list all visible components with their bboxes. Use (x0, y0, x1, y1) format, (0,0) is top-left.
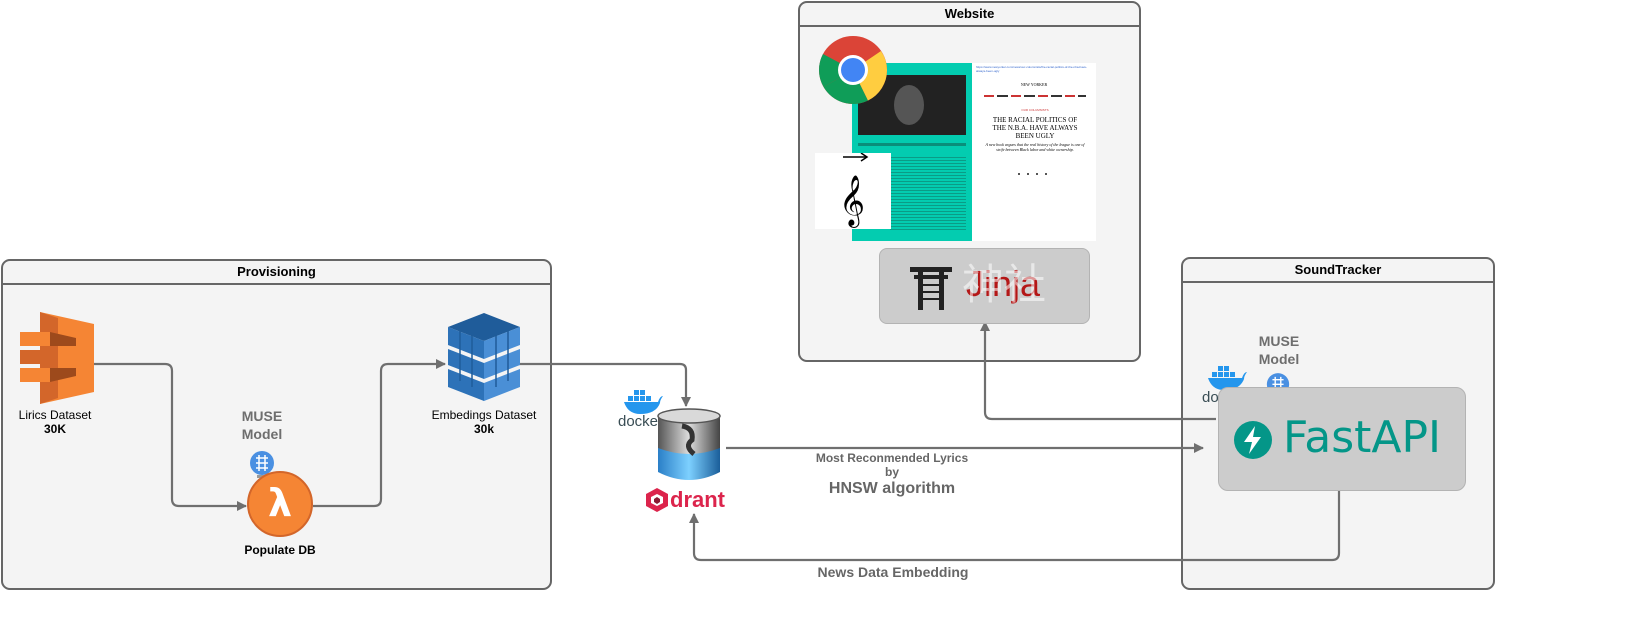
article-share-icons (1018, 173, 1052, 175)
provisioning-title: Provisioning (3, 261, 550, 285)
edge-embeddings-to-qdrant (519, 362, 691, 407)
article-dek: A new book argues that the real history … (985, 142, 1085, 152)
video-progress (858, 143, 966, 146)
muse-model-label-soundtracker: MUSE Model (1258, 333, 1300, 367)
soundtracker-title: SoundTracker (1183, 259, 1493, 283)
qdrant-logo-icon (646, 488, 668, 512)
embeddings-dataset-name: Embedings Dataset (431, 408, 537, 422)
lambda-icon: λ (247, 471, 313, 537)
article-headline: THE RACIAL POLITICS OF THE N.B.A. HAVE A… (992, 116, 1078, 140)
article-category: OUR COLUMNISTS (1021, 108, 1049, 112)
embeddings-dataset-label: Embedings Dataset 30k (425, 408, 543, 436)
fastapi-bolt-icon (1234, 421, 1272, 459)
fastapi-card: FastAPI (1218, 387, 1466, 491)
fastapi-text: FastAPI (1283, 412, 1442, 463)
qdrant-text: drant (670, 487, 725, 512)
edge-fastapi-to-jinja (980, 321, 1216, 421)
edge-fastapi-to-qdrant (689, 489, 1341, 562)
edge-label-algorithm: HNSW algorithm (828, 480, 956, 497)
lyrics-dataset-count: 30K (43, 422, 66, 436)
article-panel: https://www.newyorker.com/news/our-colum… (974, 63, 1096, 241)
embeddings-dataset-count: 30k (473, 422, 495, 436)
torii-gate-icon (910, 267, 952, 310)
lyrics-dataset-name: Lirics Dataset (18, 408, 92, 422)
lyrics-text-block (890, 155, 966, 231)
video-figure (894, 85, 924, 125)
docker-whale-icon (624, 390, 663, 414)
edge-label-recommended: Most Reconmended Lyrics (815, 451, 969, 465)
edge-lambda-to-embeddings (313, 359, 446, 508)
docker-text-left: docke (618, 413, 659, 430)
svg-text:𝄞: 𝄞 (839, 175, 865, 228)
lyrics-dataset-icon (20, 312, 94, 404)
jinja-card: Jinja 神社 (879, 248, 1090, 324)
edge-lyrics-to-lambda (92, 362, 247, 511)
edge-label-news-embedding: News Data Embedding (817, 564, 969, 580)
docker-whale-icon-soundtracker (1208, 366, 1247, 390)
article-masthead: NEW YORKER (1020, 82, 1048, 87)
website-title: Website (800, 3, 1139, 27)
embeddings-dataset-icon (448, 313, 520, 401)
article-nav (984, 95, 1086, 97)
database-icon (657, 408, 721, 480)
jinja-shrine-glyphs: 神社 (962, 261, 1047, 308)
chrome-icon (819, 36, 887, 104)
lyrics-dataset-label: Lirics Dataset 30K (10, 408, 100, 436)
populate-db-label: Populate DB (244, 543, 316, 557)
article-url: https://www.newyorker.com/news/our-colum… (976, 65, 1088, 73)
jinja-text: Jinja (966, 263, 1041, 304)
treble-clef-icon: 𝄞 (839, 153, 869, 228)
music-note-card: 𝄞 (815, 153, 891, 229)
lambda-glyph: λ (267, 481, 293, 525)
edge-label-by: by (884, 465, 899, 479)
muse-model-label-provisioning: MUSE Model (241, 408, 283, 442)
